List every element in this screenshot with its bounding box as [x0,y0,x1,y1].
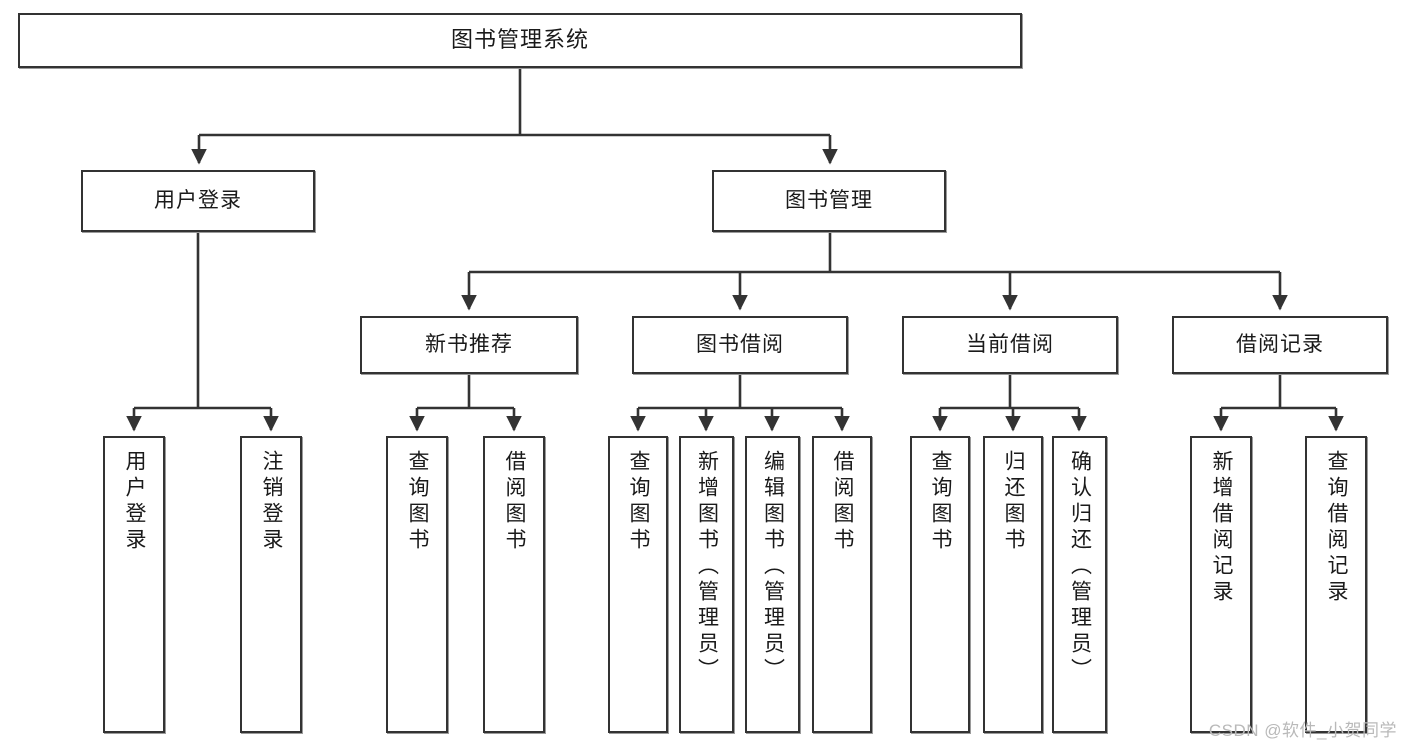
node-book-manage-label: 图书管理 [785,189,873,213]
node-leaf-query-book-3-label: 查询图书 [929,450,953,554]
node-leaf-query-book-2[interactable]: 查询图书 [608,436,668,733]
node-root-label: 图书管理系统 [450,27,589,53]
node-book-manage[interactable]: 图书管理 [712,170,946,232]
node-leaf-query-book-2-label: 查询图书 [627,450,651,554]
node-leaf-add-record[interactable]: 新增借阅记录 [1190,436,1252,733]
node-leaf-query-book-3[interactable]: 查询图书 [910,436,970,733]
node-leaf-borrow-book-1[interactable]: 借阅图书 [483,436,545,733]
node-new-book-rec-label: 新书推荐 [425,333,513,357]
node-leaf-confirm-return-label: 确认归还（管理员） [1068,450,1092,684]
node-leaf-query-record[interactable]: 查询借阅记录 [1305,436,1367,733]
node-leaf-add-book[interactable]: 新增图书（管理员） [679,436,734,733]
node-borrow-record[interactable]: 借阅记录 [1172,316,1388,374]
node-leaf-query-book-1[interactable]: 查询图书 [386,436,448,733]
node-user-login[interactable]: 用户登录 [81,170,315,232]
node-new-book-rec[interactable]: 新书推荐 [360,316,578,374]
node-leaf-confirm-return[interactable]: 确认归还（管理员） [1052,436,1107,733]
node-leaf-borrow-book-1-label: 借阅图书 [503,450,527,554]
node-leaf-edit-book-label: 编辑图书（管理员） [761,450,785,684]
node-current-borrow-label: 当前借阅 [966,333,1054,357]
node-leaf-user-logout[interactable]: 注销登录 [240,436,302,733]
node-leaf-user-login[interactable]: 用户登录 [103,436,165,733]
node-borrow-record-label: 借阅记录 [1236,333,1324,357]
node-current-borrow[interactable]: 当前借阅 [902,316,1118,374]
node-leaf-user-login-label: 用户登录 [123,450,147,554]
node-leaf-return-book-label: 归还图书 [1002,450,1026,554]
node-leaf-query-book-1-label: 查询图书 [406,450,430,554]
node-leaf-return-book[interactable]: 归还图书 [983,436,1043,733]
node-leaf-query-record-label: 查询借阅记录 [1325,450,1349,606]
node-leaf-user-logout-label: 注销登录 [260,450,284,554]
node-leaf-borrow-book-2[interactable]: 借阅图书 [812,436,872,733]
node-leaf-edit-book[interactable]: 编辑图书（管理员） [745,436,800,733]
node-root[interactable]: 图书管理系统 [18,13,1022,68]
node-user-login-label: 用户登录 [154,189,242,213]
node-leaf-borrow-book-2-label: 借阅图书 [831,450,855,554]
node-leaf-add-book-label: 新增图书（管理员） [695,450,719,684]
node-book-borrow[interactable]: 图书借阅 [632,316,848,374]
node-book-borrow-label: 图书借阅 [696,333,784,357]
node-leaf-add-record-label: 新增借阅记录 [1210,450,1234,606]
